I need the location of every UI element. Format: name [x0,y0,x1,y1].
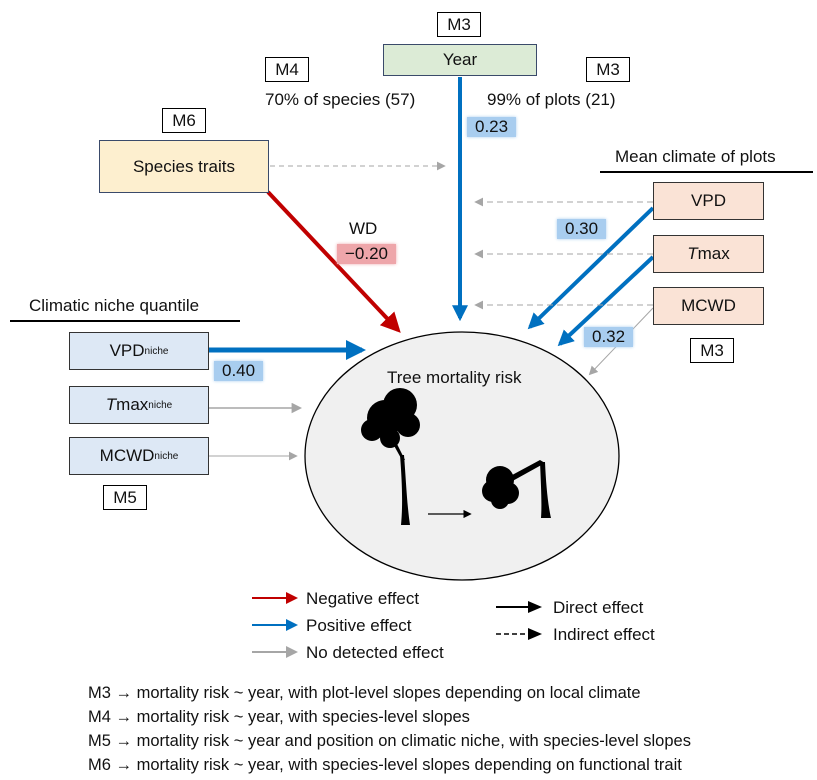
footnote-m5: M5 → mortality risk ~ year and position … [88,732,691,750]
tmax-label-italic: T [687,244,698,263]
legend-negative-label: Negative effect [306,589,420,608]
vpd-coef: 0.30 [557,219,607,239]
year-label: Year [442,50,478,69]
tmax-niche-sub: niche [148,399,173,411]
climatic-niche-tag: M5 [103,485,147,510]
dead-tree-icon [482,460,551,518]
species-traits-node: Species traits [99,140,269,193]
legend-positive-label: Positive effect [306,616,412,635]
wd-coef: −0.20 [337,244,397,264]
vpd-node: VPD [653,182,764,220]
legend-indirect-label: Indirect effect [553,625,655,644]
footnote-m4: M4 → mortality risk ~ year, with species… [88,708,470,726]
legend-none-label: No detected effect [306,643,444,662]
species-stat-tag: M4 [265,57,309,82]
edge-tmax-to-outcome [557,255,655,347]
tmax-label: max [697,244,730,263]
mcwd-niche-label: MCWD [99,446,155,465]
plots-stat-tag: M3 [586,57,630,82]
wd-trait-label: WD [349,219,378,238]
mcwd-niche-sub: niche [154,450,179,462]
year-node: Year [383,44,537,76]
climatic-niche-heading: Climatic niche quantile [29,296,200,315]
footnote-m3: M3 → mortality risk ~ year, with plot-le… [88,684,641,702]
plots-stat-text: 99% of plots (21) [487,90,616,109]
vpd-label: VPD [691,191,726,210]
species-stat-text: 70% of species (57) [265,90,416,109]
year-coef: 0.23 [467,117,517,137]
mean-climate-rule [600,171,813,173]
tmax-niche-italic: T [105,395,117,414]
species-traits-label: Species traits [132,156,236,176]
outcome-label: Tree mortality risk [387,368,522,387]
footnote-m6: M6 → mortality risk ~ year, with species… [88,756,682,774]
mcwd-node: MCWD [653,287,764,325]
tmax-coef: 0.32 [584,327,634,347]
year-model-tag: M3 [437,12,481,37]
vpd-niche-label: VPD [109,341,145,360]
species-traits-tag: M6 [162,108,206,133]
climatic-niche-rule [10,320,240,322]
vpd-niche-coef: 0.40 [214,361,264,381]
mean-climate-tag: M3 [690,338,734,363]
tmax-niche-label: max [116,395,149,414]
living-tree-icon [361,388,420,525]
vpd-niche-sub: niche [144,345,169,357]
edge-traits-to-outcome [266,190,401,333]
legend-direct-label: Direct effect [553,598,644,617]
mcwd-label: MCWD [681,296,736,315]
edge-vpd-to-outcome [527,206,655,330]
mean-climate-heading: Mean climate of plots [615,147,776,166]
outcome-ellipse [304,331,620,581]
